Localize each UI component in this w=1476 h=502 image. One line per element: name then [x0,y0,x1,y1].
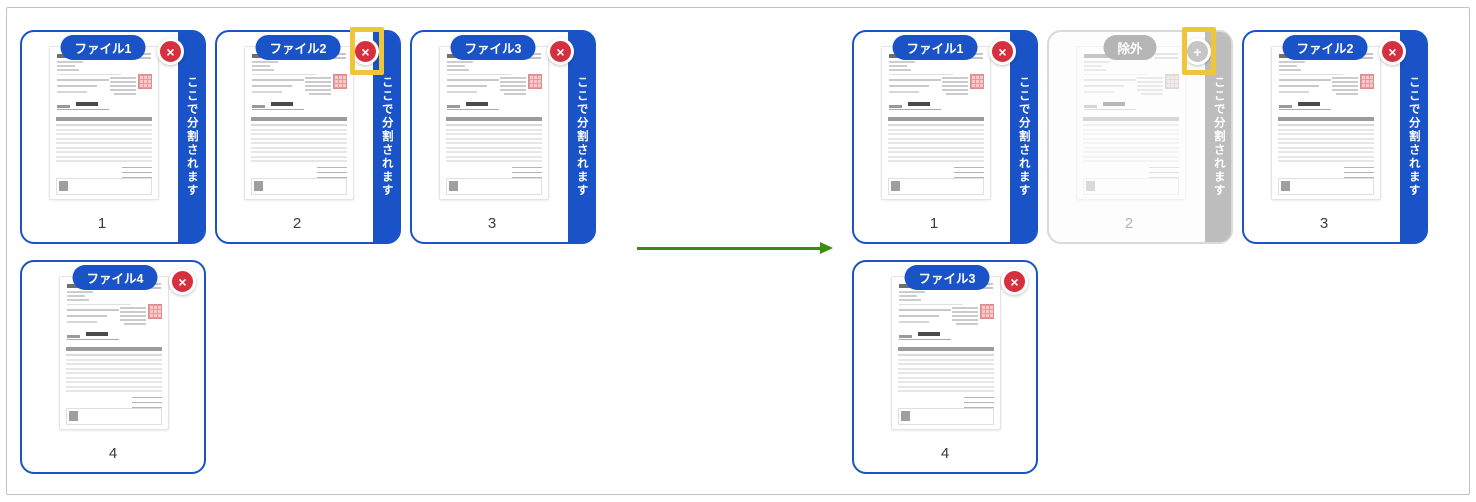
invoice-thumbnail [891,276,1001,430]
exclude-page-button[interactable]: × [1379,38,1406,65]
split-strip: ここで分割されます [1010,32,1036,242]
page-thumbnail [59,276,169,430]
arrow-head [820,242,833,254]
split-strip-label: ここで分割されます [1017,76,1030,198]
file-card-1-after: ここで分割されます ファイル1 × 1 [852,30,1038,244]
exclude-page-button[interactable]: × [169,268,196,295]
file-badge: ファイル3 [904,265,990,290]
split-strip: ここで分割されます [1205,32,1231,242]
restore-page-button[interactable]: + [1184,38,1211,65]
invoice-thumbnail [244,46,354,200]
file-card-2-after: ここで分割されます ファイル2 × 3 [1242,30,1428,244]
page-number: 2 [292,215,302,232]
page-thumbnail [49,46,159,200]
split-strip-label: ここで分割されます [1407,76,1420,198]
page-thumbnail [1271,46,1381,200]
split-strip-label: ここで分割されます [380,76,393,198]
file-card-3-after: ファイル3 × 4 [852,260,1038,474]
invoice-thumbnail [1076,46,1186,200]
hanko-stamp-icon [148,304,162,319]
split-strip-label: ここで分割されます [575,76,588,198]
file-badge: ファイル2 [255,35,341,60]
page-number: 1 [929,215,939,232]
hanko-stamp-icon [138,74,152,89]
file-card-3-before: ここで分割されます ファイル3 × 3 [410,30,596,244]
page-number: 3 [1319,215,1329,232]
excluded-page-card: ここで分割されます 除外 + 2 [1047,27,1233,244]
hanko-stamp-icon [333,74,347,89]
invoice-thumbnail [1271,46,1381,200]
excluded-badge: 除外 [1103,35,1157,60]
exclude-page-button[interactable]: × [989,38,1016,65]
exclude-page-button[interactable]: × [547,38,574,65]
page-thumbnail [891,276,1001,430]
page-number: 4 [940,445,950,462]
file-card-4-before: ファイル4 × 4 [20,260,206,474]
split-strip: ここで分割されます [1400,32,1426,242]
hanko-stamp-icon [528,74,542,89]
page-thumbnail [439,46,549,200]
exclude-page-button[interactable]: × [1001,268,1028,295]
split-strip: ここで分割されます [178,32,204,242]
arrow-shaft [637,247,820,250]
transition-arrow-icon [637,242,833,255]
page-number: 4 [108,445,118,462]
file-badge: ファイル4 [72,265,158,290]
file-badge: ファイル1 [892,35,978,60]
file-badge: ファイル3 [450,35,536,60]
file-badge: ファイル1 [60,35,146,60]
invoice-thumbnail [59,276,169,430]
hanko-stamp-icon [1360,74,1374,89]
invoice-thumbnail [439,46,549,200]
page-number: 3 [487,215,497,232]
page-thumbnail [881,46,991,200]
hanko-stamp-icon [1165,74,1179,89]
page-number: 1 [97,215,107,232]
exclude-page-button[interactable]: × [157,38,184,65]
file-card-1-before: ここで分割されます ファイル1 × 1 [20,30,206,244]
hanko-stamp-icon [980,304,994,319]
file-badge: ファイル2 [1282,35,1368,60]
page-thumbnail [1076,46,1186,200]
hanko-stamp-icon [970,74,984,89]
split-strip-label: ここで分割されます [185,76,198,198]
file-card-2-before: ここで分割されます ファイル2 × 2 [215,27,401,244]
split-strip: ここで分割されます [568,32,594,242]
page-number: 2 [1124,215,1134,232]
split-strip-label: ここで分割されます [1212,76,1225,198]
invoice-thumbnail [49,46,159,200]
page-thumbnail [244,46,354,200]
exclude-page-button[interactable]: × [352,38,379,65]
invoice-thumbnail [881,46,991,200]
split-strip: ここで分割されます [373,32,399,242]
